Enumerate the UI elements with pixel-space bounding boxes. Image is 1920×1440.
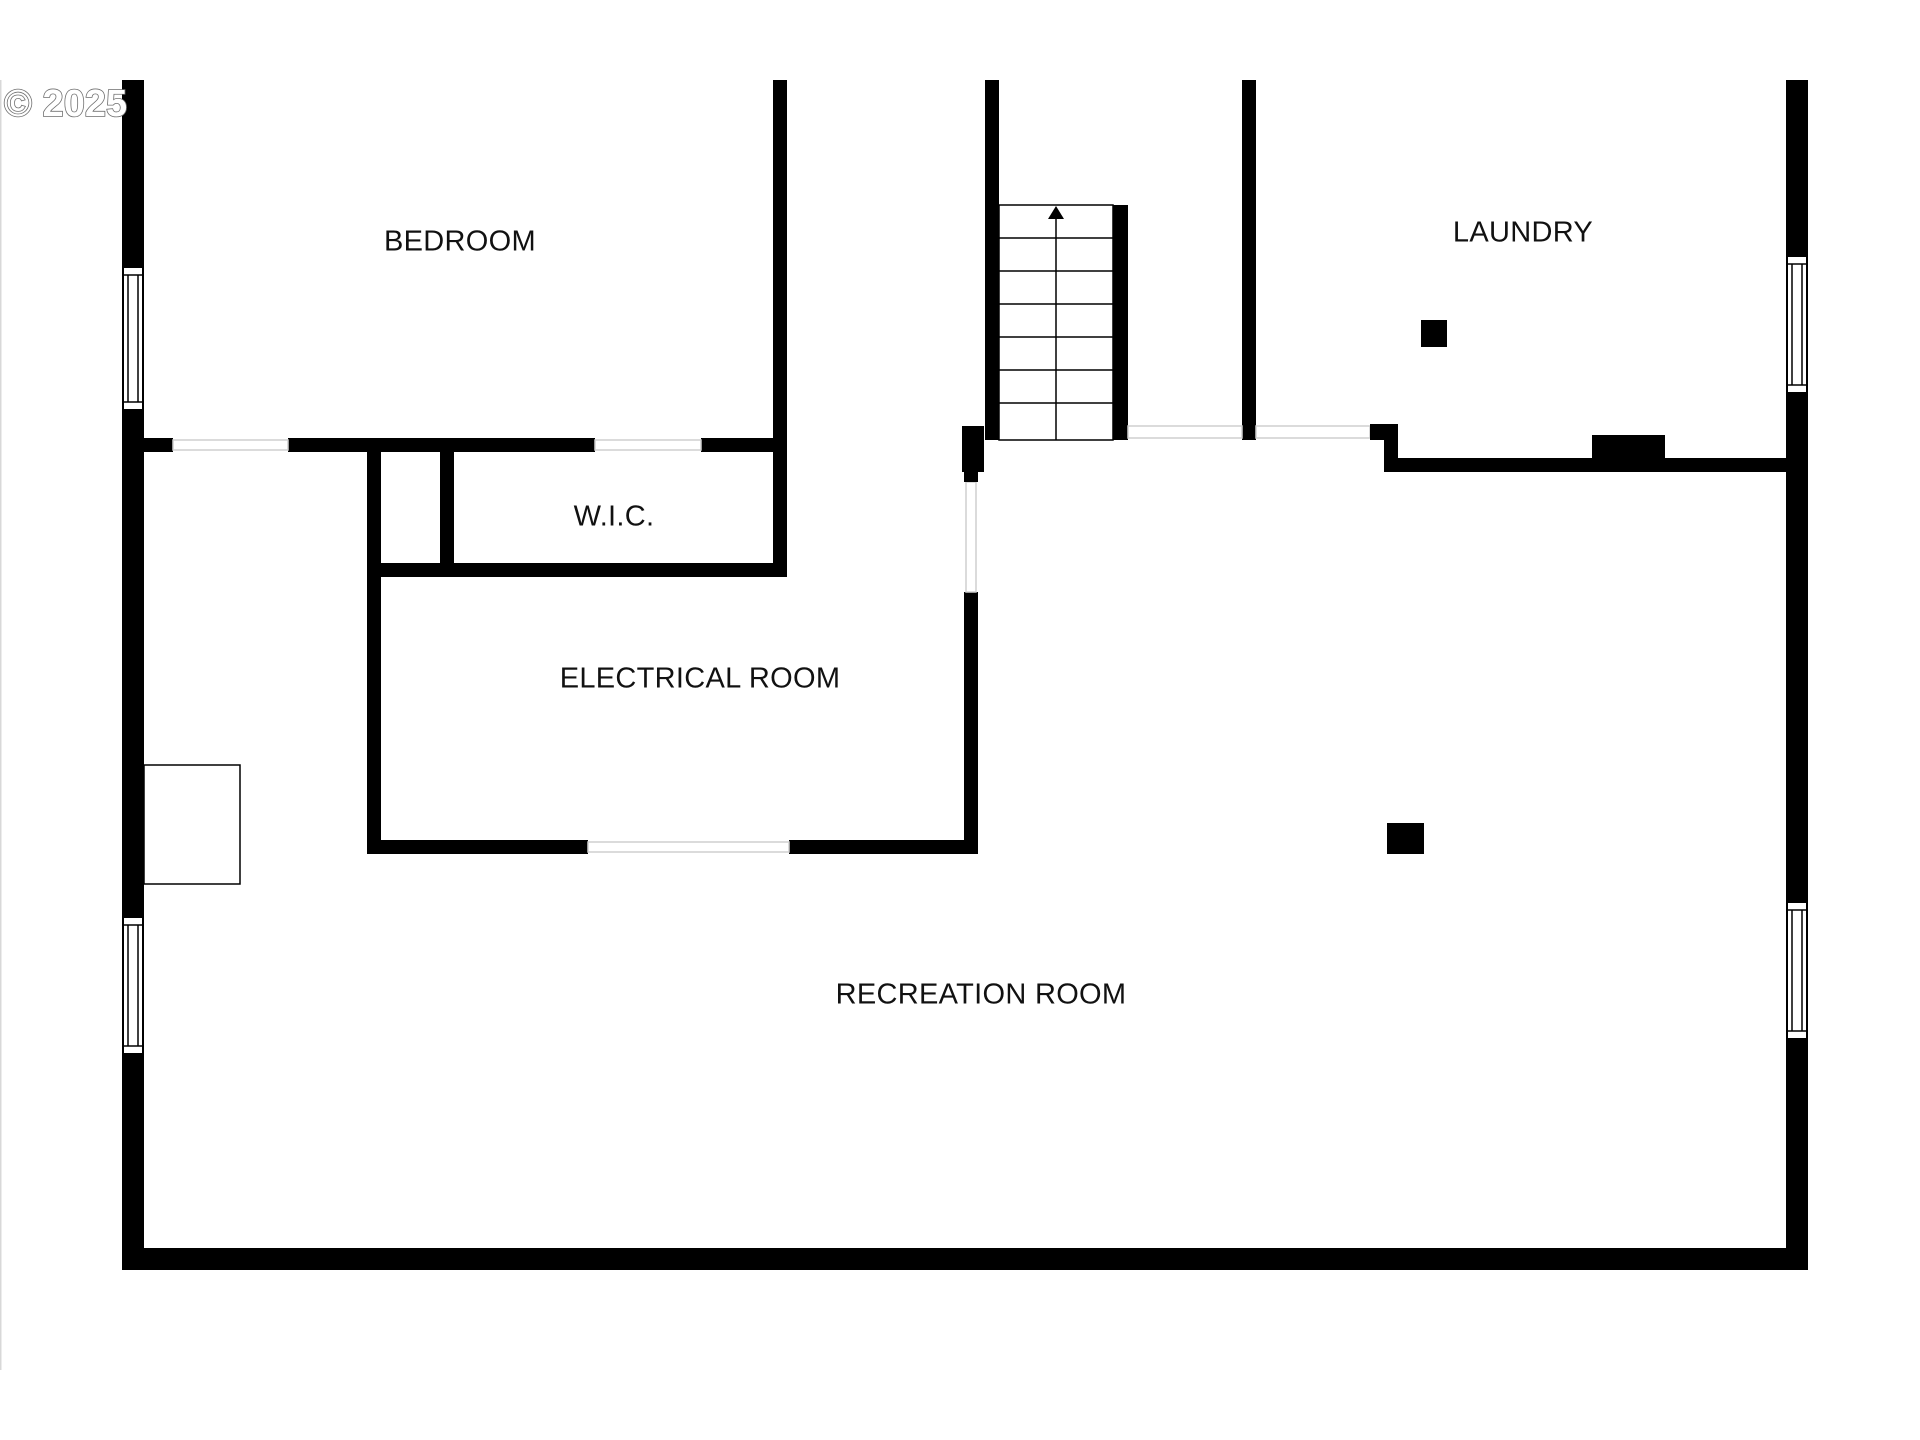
recreation-post-icon [1387, 823, 1424, 854]
closet-divider-wall [440, 445, 454, 575]
room-label-wic: W.I.C. [574, 501, 655, 533]
copyright-watermark: © 2025 [4, 83, 127, 125]
room-labels: BEDROOM W.I.C. LAUNDRY ELECTRICAL ROOM R… [384, 217, 1593, 1011]
fixtures [143, 320, 1447, 885]
laundry-wall-fixture [1592, 435, 1665, 465]
electrical-door-opening [587, 841, 790, 853]
room-label-electrical: ELECTRICAL ROOM [560, 663, 841, 695]
laundry-post-icon [1421, 320, 1447, 347]
electrical-bottom-wall-b [789, 840, 978, 854]
laundry-door-opening [1255, 425, 1371, 439]
closet-left-wall [367, 445, 381, 852]
electrical-side-opening [965, 481, 977, 593]
laundry-left-wall [1242, 80, 1256, 440]
electrical-bottom-wall-a [367, 840, 588, 854]
bedroom-door-opening [172, 439, 289, 451]
stair-left-wall [985, 80, 999, 440]
staircase [998, 204, 1114, 441]
fireplace-box [143, 764, 241, 885]
wic-bottom-wall [367, 563, 787, 577]
exterior-wall-left [122, 80, 144, 1270]
electrical-right-wall-top-b [964, 466, 978, 482]
window-right-bottom [1786, 901, 1808, 1040]
left-edge-line [0, 80, 2, 1370]
window-right-top [1786, 255, 1808, 394]
wic-door-opening [594, 439, 702, 451]
window-left-bottom [122, 916, 144, 1055]
interior-walls [144, 80, 1786, 854]
hall-door-opening [1127, 425, 1243, 439]
bedroom-bottom-wall-c [701, 438, 787, 452]
laundry-bottom-wall [1384, 458, 1786, 472]
electrical-right-wall-top [962, 426, 984, 472]
electrical-right-wall [964, 592, 978, 854]
exterior-wall-bottom [122, 1248, 1808, 1270]
room-label-laundry: LAUNDRY [1453, 217, 1593, 249]
windows [122, 255, 1808, 1055]
up-arrow-icon [1048, 206, 1064, 219]
stair-right-wall [1113, 205, 1128, 440]
room-label-bedroom: BEDROOM [384, 226, 536, 258]
window-left-top [122, 266, 144, 411]
bedroom-right-wall [773, 80, 787, 577]
bedroom-bottom-wall-a [144, 438, 173, 452]
room-label-recreation: RECREATION ROOM [836, 979, 1127, 1011]
